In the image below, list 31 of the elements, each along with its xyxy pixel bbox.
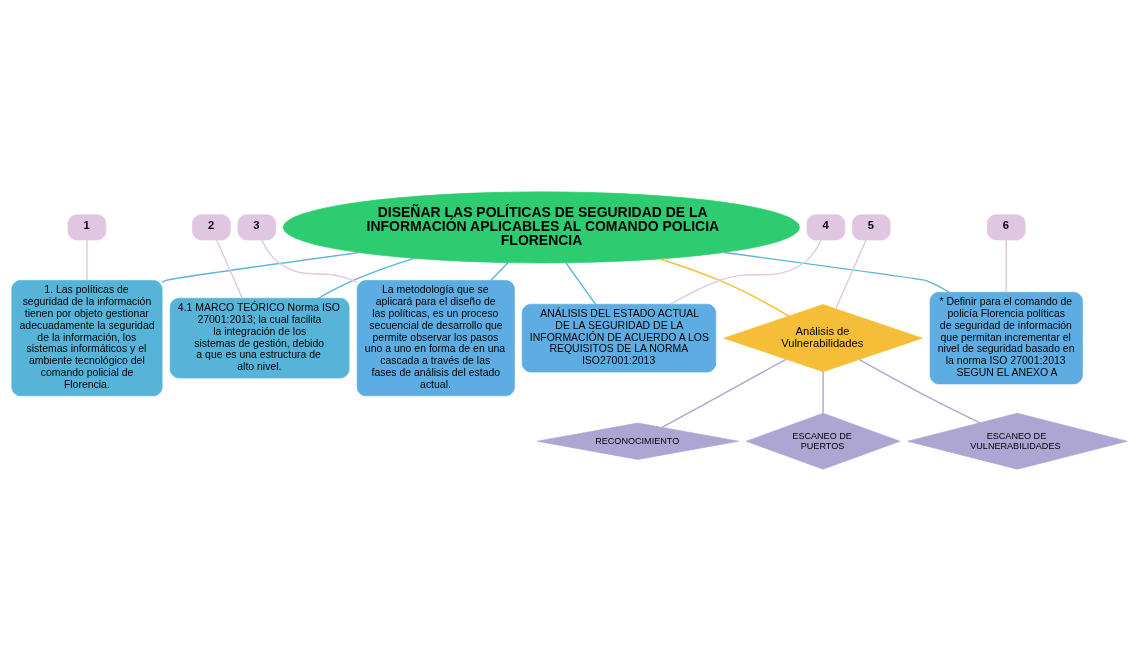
connector	[661, 358, 787, 428]
connector	[490, 261, 509, 281]
connector	[161, 251, 360, 283]
node-ellipse: DISEÑAR LAS POLÍTICAS DE SEGURIDAD DE LA INFORMACIÓN APLICABLES AL COMANDO POLICIA FLORENCIA	[282, 191, 800, 263]
node-diamond: ESCANEO DE PUERTOS	[745, 412, 901, 470]
connector	[317, 257, 415, 299]
node-box: 6	[987, 213, 1026, 240]
node-box: ANÁLISIS DEL ESTADO ACTUAL DE LA SEGURIDAD DE LA INFORMACIÓN DE ACUERDO A LOS REQUISITOS DE LA NORMA ISO27001:2013	[521, 303, 717, 372]
connector	[86, 238, 88, 281]
node-box: La metodología que se aplicará para el diseño de las políticas, es un proceso secuencial de desarrollo que permite observar los pasos uno a uno en forma de en una cascada a través de las fases de análisis del estado actual.	[356, 279, 515, 396]
connector	[822, 370, 824, 414]
connector	[669, 239, 822, 305]
node-diamond: RECONOCIMIENTO	[536, 422, 739, 460]
node-diamond: Análisis de Vulnerabilidades	[723, 303, 923, 372]
connector	[261, 238, 358, 283]
node-box: 1. Las políticas de seguridad de la información tienen por objeto gestionar adecuadamente la seguridad de la información, los sistemas informáticos y el ambiente tecnológico del comando policial de Florencia.	[11, 279, 163, 396]
node-box: 3	[237, 213, 277, 240]
connector	[858, 358, 981, 423]
connector	[659, 257, 790, 317]
connector	[723, 251, 951, 293]
node-box: * Definir para el comando de policía Florencia políticas de seguridad de información que permitan incrementar el nivel de seguridad basado en la norma ISO 27001:2013 SEGUN EL ANEXO A	[929, 291, 1083, 384]
node-box: 2	[192, 213, 231, 240]
node-box: 4.1 MARCO TEÓRICO Norma ISO 27001:2013; la cual facilita la integración de los sistemas de gestión, debido a que es una estructura de alto nivel.	[169, 297, 350, 378]
node-box: 5	[852, 213, 891, 240]
connector	[565, 261, 597, 305]
connector	[835, 238, 867, 309]
node-box: 4	[806, 213, 846, 240]
node-diamond: ESCANEO DE VULNERABILIDADES	[907, 412, 1128, 470]
connector	[215, 238, 243, 299]
node-box: 1	[67, 213, 107, 240]
connector	[1005, 238, 1007, 293]
